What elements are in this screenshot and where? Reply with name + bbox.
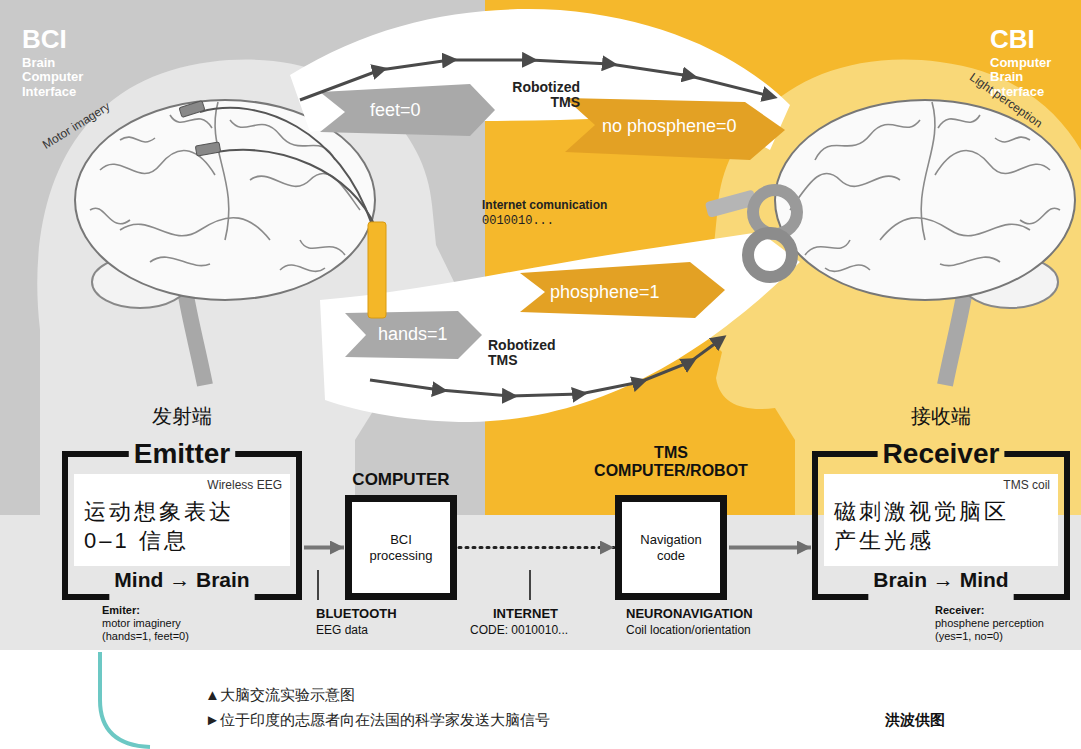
binary-code: 0010010...	[482, 214, 554, 228]
decor-curve	[100, 652, 150, 747]
electrode-wire	[200, 108, 372, 225]
info-text: 磁刺激视觉脑区 产生光感	[834, 498, 1016, 555]
box-text: BCI processing	[359, 531, 443, 564]
interface-name: Brain Computer Interface	[22, 56, 102, 99]
part-caption: Receiver:	[935, 604, 985, 617]
signal-value: no phosphene=0	[602, 116, 737, 138]
flow-connector	[304, 546, 344, 550]
bracket-heading: Receiver	[883, 437, 1000, 471]
part-caption: Emiter:	[102, 604, 140, 617]
emitter-bracket: 发射端EmitterMind → BrainWireless EEG运动想象表达…	[62, 440, 302, 600]
tms-coil	[753, 190, 797, 234]
eeg-electrode	[195, 142, 220, 156]
info-box: Wireless EEG 运动想象表达 0–1 信息	[74, 474, 290, 566]
signal-band	[320, 232, 800, 422]
info-box: TMS coil 磁刺激视觉脑区 产生光感	[824, 474, 1058, 566]
signal-chevron	[565, 98, 785, 160]
signal-band	[290, 9, 790, 150]
eeg-electrode	[179, 101, 205, 118]
interface-label: Coil location/orientation	[626, 623, 751, 637]
interface-label: NEURONAVIGATION	[626, 606, 753, 622]
region-label: Motor imagery	[40, 99, 113, 152]
flow-connector	[729, 546, 811, 550]
box-heading: TMS COMPUTER/ROBOT	[581, 444, 761, 481]
flow-connector	[459, 546, 614, 549]
device-label: TMS coil	[1003, 478, 1050, 492]
process-box: TMS COMPUTER/ROBOTNavigation code	[615, 495, 727, 600]
caption-line: ►位于印度的志愿者向在法国的科学家发送大脑信号	[205, 711, 550, 729]
signal-chevron	[345, 311, 482, 359]
bracket-footer: Brain → Mind	[873, 567, 1008, 592]
credit: 洪波供图	[885, 711, 945, 729]
electrode-wire	[216, 150, 376, 228]
part-caption: motor imaginery (hands=1, feet=0)	[102, 617, 202, 642]
process-box: COMPUTERBCI processing	[345, 495, 457, 600]
tms-coil	[748, 233, 792, 277]
interface-label: INTERNET	[493, 606, 558, 622]
station-label: 接收端	[911, 404, 971, 428]
box-heading: COMPUTER	[352, 470, 449, 490]
figure-caption: ▲大脑交流实验示意图	[205, 686, 355, 704]
brain	[775, 100, 1075, 385]
interface-acronym: BCI	[22, 24, 67, 55]
bracket-footer: Mind → Brain	[114, 567, 249, 592]
device-label: Wireless EEG	[207, 478, 282, 492]
signal-chevron	[320, 84, 495, 136]
signal-value: feet=0	[370, 100, 421, 122]
part-caption: phosphene perception (yes=1, no=0)	[935, 617, 1073, 642]
interface-acronym: CBI	[990, 24, 1035, 55]
box-text: Navigation code	[629, 531, 713, 564]
interface-label: EEG data	[316, 623, 368, 637]
network-label: Internet comunication	[482, 198, 607, 212]
tick-mark	[317, 570, 319, 600]
station-label: 发射端	[152, 404, 212, 428]
interface-label: BLUETOOTH	[316, 606, 397, 622]
signal-value: phosphene=1	[550, 282, 660, 304]
interface-label: CODE: 0010010...	[470, 623, 568, 637]
tick-mark	[529, 570, 531, 600]
eeg-amplifier	[368, 222, 386, 318]
signal-value: hands=1	[378, 324, 448, 346]
info-text: 运动想象表达 0–1 信息	[84, 498, 266, 555]
receiver-bracket: 接收端ReceiverBrain → MindTMS coil磁刺激视觉脑区 产…	[812, 440, 1070, 600]
signal-chevron	[520, 262, 725, 318]
bracket-heading: Emitter	[134, 437, 230, 471]
device-label: Robotized TMS	[488, 338, 568, 369]
device-label: Robotized TMS	[500, 80, 580, 111]
